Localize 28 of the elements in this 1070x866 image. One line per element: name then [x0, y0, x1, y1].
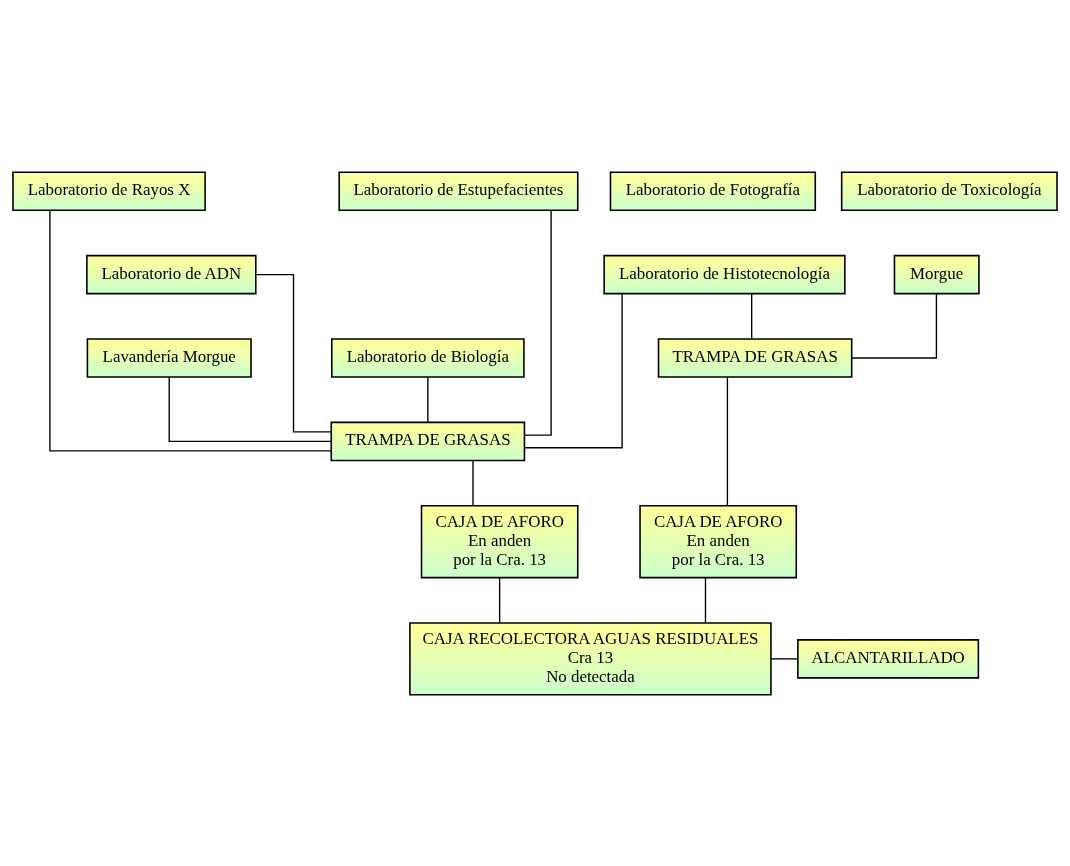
node-box: CAJA RECOLECTORA AGUAS RESIDUALES Cra 13 No detectada — [409, 621, 772, 696]
node-box: Laboratorio de Histotecnología — [603, 254, 846, 294]
node-box: CAJA DE AFORO En anden por la Cra. 13 — [420, 504, 579, 578]
node-box: Laboratorio de Fotografía — [609, 170, 817, 211]
node-box: CAJA DE AFORO En anden por la Cra. 13 — [639, 504, 798, 578]
connector — [168, 376, 332, 442]
node-box: Laboratorio de Rayos X — [12, 170, 206, 211]
node-box: ALCANTARILLADO — [797, 638, 980, 679]
connector — [726, 376, 729, 506]
connector — [851, 292, 938, 359]
connector — [49, 209, 332, 452]
connector — [523, 209, 552, 436]
node-box: Laboratorio de Estupefacientes — [338, 170, 579, 211]
connector — [472, 459, 474, 506]
node-box: TRAMPA DE GRASAS — [330, 421, 526, 461]
connector — [427, 376, 429, 423]
connector — [498, 576, 501, 623]
connector — [751, 292, 753, 339]
node-box: Lavandería Morgue — [86, 337, 252, 378]
connector — [255, 273, 332, 433]
node-box: Laboratorio de Biología — [331, 337, 525, 378]
node-box: Laboratorio de ADN — [86, 254, 257, 294]
connector — [770, 657, 799, 660]
node-box: Morgue — [893, 254, 980, 294]
connector — [704, 576, 707, 623]
node-box: TRAMPA DE GRASAS — [657, 337, 853, 378]
node-box: Laboratorio de Toxicología — [840, 170, 1058, 211]
connector — [524, 292, 623, 448]
